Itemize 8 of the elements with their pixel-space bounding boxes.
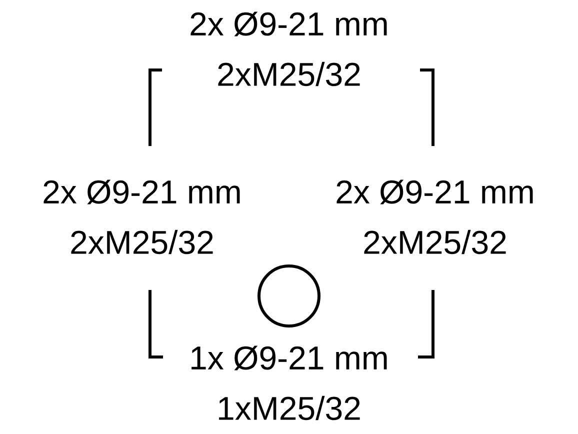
- dimension-label: 1xM25/32: [219, 396, 360, 420]
- dimension-label: 2xM25/32: [364, 230, 506, 254]
- dimension-label: 2x Ø9-21 mm: [336, 180, 533, 204]
- dimension-label: 2x Ø9-21 mm: [190, 12, 387, 36]
- dimension-label: 2xM25/32: [218, 62, 360, 86]
- dimension-label: 1x Ø9-21 mm: [192, 346, 387, 370]
- dimension-label: 2xM25/32: [71, 230, 213, 254]
- dimension-label: 2x Ø9-21 mm: [44, 180, 240, 204]
